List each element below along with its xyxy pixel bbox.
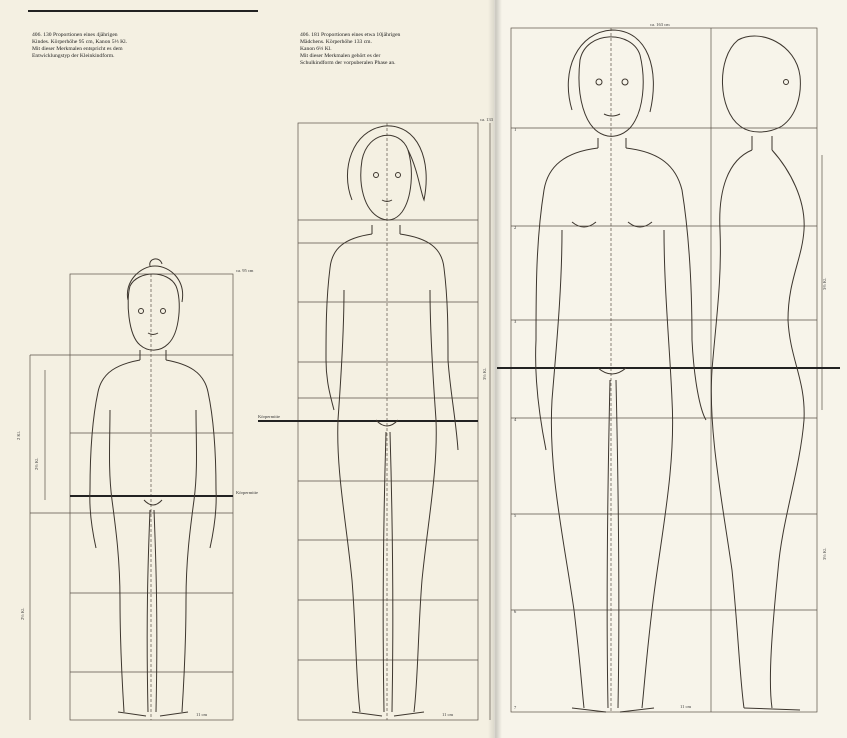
girl-unit-label: 11 cm — [442, 712, 453, 717]
child-unit-label: 11 cm — [196, 712, 207, 717]
woman-proportion-grid — [511, 28, 822, 712]
child-side-label-a: 2 Kl. — [16, 431, 21, 440]
girl-side-label: 3⅓ Kl. — [482, 368, 487, 380]
child-midpoint-label: Körpermitte — [236, 490, 258, 495]
woman-side-label-a: 3⅔ Kl. — [822, 278, 827, 290]
girl-height-label: ca. 133 — [480, 117, 494, 122]
child-side-label-b: 2⅔ Kl. — [34, 458, 39, 470]
child-height-label: ca. 95 cm — [236, 268, 254, 273]
woman-grid-number: 7 — [514, 705, 517, 710]
woman-unit-label: 11 cm — [680, 704, 691, 709]
woman-grid-number: 2 — [514, 225, 516, 230]
girl-midpoint-label: Körpermitte — [258, 414, 280, 419]
woman-grid-number: 1 — [514, 127, 516, 132]
woman-height-label: ca. 163 cm — [650, 22, 670, 27]
child-figure — [90, 259, 216, 716]
child-side-label-c: 2⅓ Kl. — [20, 608, 25, 620]
woman-side-figure — [711, 36, 804, 710]
woman-side-label-b: 3⅓ Kl. — [822, 548, 827, 560]
